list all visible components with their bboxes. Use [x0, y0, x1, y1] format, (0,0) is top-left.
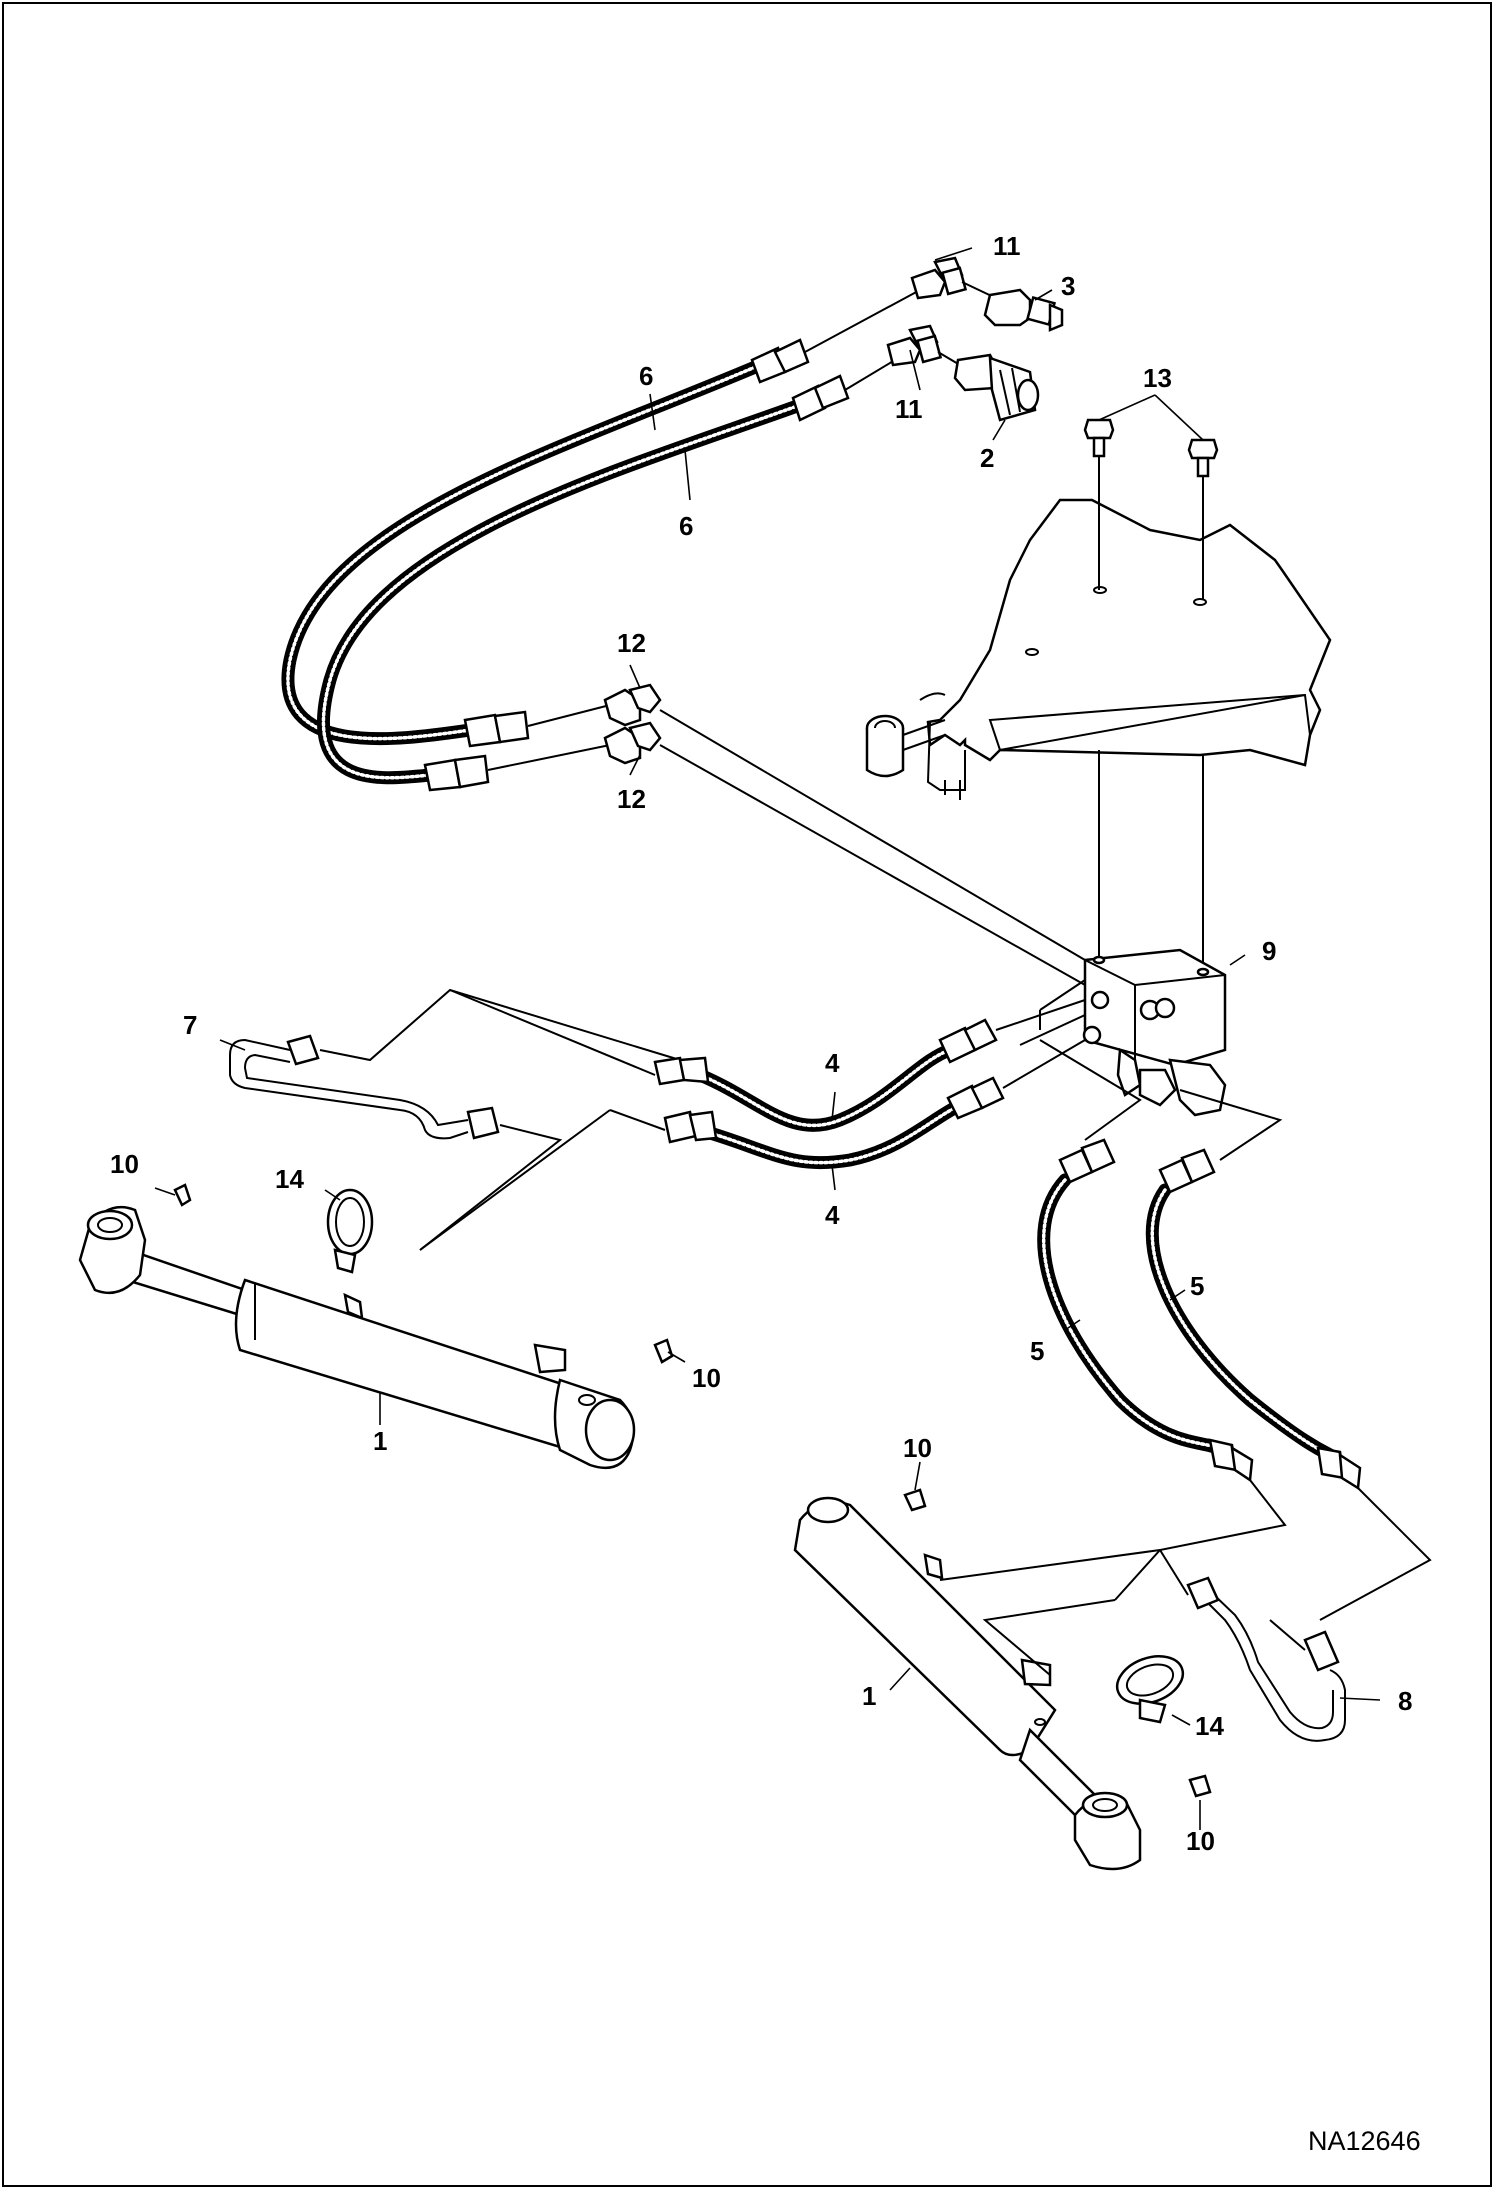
elbow-fitting-11-upper — [910, 256, 968, 300]
hydraulic-cylinder-1-left — [78, 1205, 636, 1470]
callout-9: 9 — [1262, 936, 1276, 966]
callout-11-top: 11 — [993, 231, 1021, 261]
callout-2: 2 — [980, 443, 994, 473]
bolt-13-left — [1083, 418, 1115, 590]
callout-5-right: 5 — [1190, 1271, 1204, 1301]
elbow-fitting-12-upper — [603, 683, 662, 727]
clamp-14-right — [1115, 1655, 1185, 1724]
hose-4-lower — [693, 1098, 967, 1170]
callout-7: 7 — [183, 1010, 197, 1040]
elbow-fitting-12-lower — [603, 721, 662, 765]
callout-5-left: 5 — [1030, 1336, 1044, 1366]
valve-block — [1082, 948, 1227, 1117]
hose-4-upper — [693, 1043, 957, 1132]
grease-fitting-10-c — [903, 1488, 927, 1512]
leader-lines — [154, 247, 1381, 1830]
clamp-14-left — [326, 1188, 374, 1274]
callout-14-right: 14 — [1195, 1711, 1224, 1741]
callout-10-right-bottom: 10 — [1186, 1826, 1215, 1856]
quick-coupler-male-3 — [983, 288, 1064, 332]
callout-10-left: 10 — [110, 1149, 139, 1179]
document-id: NA12646 — [1308, 2126, 1421, 2156]
callout-1-right: 1 — [862, 1681, 876, 1711]
callout-12-top: 12 — [617, 628, 646, 658]
elbow-fitting-11-lower — [886, 324, 943, 367]
hose-6-lower — [317, 398, 807, 785]
callout-6-bottom: 6 — [679, 511, 693, 541]
hose-5-left — [1037, 1173, 1227, 1457]
quick-coupler-female-2 — [953, 353, 1040, 422]
callout-11-bottom: 11 — [895, 394, 923, 424]
grease-fitting-10-a — [173, 1183, 192, 1207]
grease-fitting-10-b — [653, 1338, 674, 1364]
callout-3: 3 — [1061, 271, 1075, 301]
hose-5-fittings — [1058, 1138, 1362, 1491]
callout-4-top: 4 — [825, 1048, 840, 1078]
callout-10-mid: 10 — [692, 1363, 721, 1393]
callout-12-bottom: 12 — [617, 784, 646, 814]
callout-10-right-top: 10 — [903, 1433, 932, 1463]
hose-6-fittings — [423, 338, 850, 792]
hydraulic-cylinder-1-right — [793, 1496, 1142, 1871]
hose-5-right — [1145, 1183, 1337, 1462]
callout-13: 13 — [1143, 363, 1172, 393]
grease-fitting-10-d — [1188, 1774, 1212, 1798]
callout-6-top: 6 — [639, 361, 653, 391]
callout-14-left: 14 — [275, 1164, 304, 1194]
callout-4-bottom: 4 — [825, 1200, 840, 1230]
callout-8: 8 — [1398, 1686, 1412, 1716]
bolt-13-right — [1187, 438, 1219, 600]
steel-tube-8 — [1186, 1576, 1346, 1742]
hose-6-upper — [281, 358, 767, 746]
hose-4-fittings — [653, 1018, 1005, 1144]
mount-bracket — [865, 498, 1332, 800]
callout-1-left: 1 — [373, 1426, 387, 1456]
steel-tube-7 — [229, 1034, 500, 1140]
callout-labels: 11 3 13 11 2 6 6 12 12 9 7 4 4 10 14 10 … — [110, 231, 1412, 1856]
